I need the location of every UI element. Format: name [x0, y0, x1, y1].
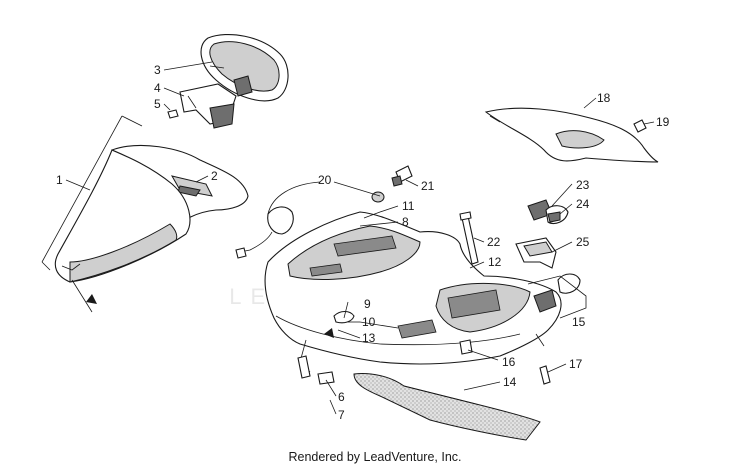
callout-16: 16 [502, 355, 516, 369]
callout-3: 3 [154, 63, 161, 77]
plug-connector [391, 165, 413, 187]
callout-24: 24 [576, 197, 590, 211]
gauge-bracket [179, 83, 237, 129]
callout-17: 17 [569, 357, 583, 371]
callout-9: 9 [364, 297, 371, 311]
callout-10: 10 [362, 315, 376, 329]
leader-lines [65, 61, 655, 415]
console-body [264, 211, 562, 385]
grommet [371, 191, 385, 203]
bracket-screw [167, 109, 179, 119]
arrow-13 [324, 328, 334, 338]
top-cover [484, 107, 659, 163]
callout-12: 12 [488, 255, 502, 269]
arrow-1 [86, 294, 97, 304]
callout-25: 25 [576, 235, 590, 249]
callout-11: 11 [402, 199, 415, 213]
callout-1: 1 [56, 173, 63, 187]
callout-20: 20 [318, 173, 332, 187]
callout-2: 2 [211, 169, 218, 183]
callout-14: 14 [503, 375, 517, 389]
callout-19: 19 [656, 115, 670, 129]
callout-8: 8 [402, 215, 409, 229]
callout-6: 6 [338, 390, 345, 404]
callouts: 1 2 3 4 5 6 7 8 9 10 11 12 13 14 15 16 1… [56, 63, 670, 422]
hood-front-panel [54, 149, 191, 283]
cover-screw [633, 119, 647, 133]
callout-15: 15 [572, 315, 586, 329]
wire-harness [235, 181, 321, 259]
base-plate [353, 373, 541, 441]
accessory-switch [527, 273, 587, 319]
gauge-housing [200, 33, 289, 102]
callout-7: 7 [338, 408, 345, 422]
callout-4: 4 [154, 81, 161, 95]
callout-22: 22 [487, 235, 501, 249]
callout-23: 23 [576, 178, 590, 192]
callout-5: 5 [154, 97, 161, 111]
footer-credit: Rendered by LeadVenture, Inc. [288, 450, 462, 464]
callout-21: 21 [421, 179, 435, 193]
side-screw [539, 365, 551, 385]
callout-13: 13 [362, 331, 376, 345]
callout-18: 18 [597, 91, 611, 105]
switch-assembly [515, 199, 569, 269]
long-bolt [459, 211, 479, 265]
